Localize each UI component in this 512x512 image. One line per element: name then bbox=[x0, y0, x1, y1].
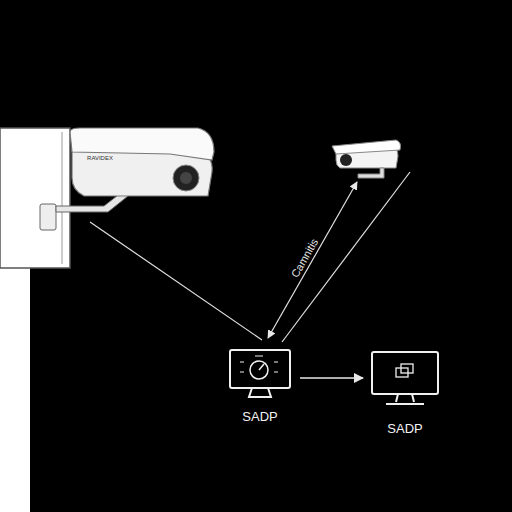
lens-glass bbox=[180, 172, 192, 184]
monitor-stand bbox=[249, 388, 271, 397]
window-symbol bbox=[401, 364, 413, 373]
device-node: SADP bbox=[365, 347, 445, 436]
camera-hood bbox=[70, 128, 214, 160]
link-label: Camnitis bbox=[287, 235, 321, 282]
brand-text: RAVIDEX bbox=[87, 155, 113, 161]
camera-hood bbox=[332, 140, 401, 154]
device-node: SADP bbox=[222, 345, 298, 424]
gauge-needle bbox=[259, 364, 264, 370]
monitor-icon bbox=[230, 350, 290, 388]
monitor-stand bbox=[386, 394, 424, 404]
node-label: SADP bbox=[387, 421, 422, 436]
camera-link bbox=[282, 172, 410, 342]
node-label: SADP bbox=[242, 409, 277, 424]
wall-panel-edge bbox=[62, 132, 63, 264]
wall-plate bbox=[40, 204, 56, 230]
gauge-symbol bbox=[250, 361, 268, 379]
camera-link bbox=[90, 222, 262, 340]
camera-mount bbox=[358, 168, 384, 178]
camera-lens bbox=[173, 165, 199, 191]
camera-lens bbox=[340, 154, 352, 166]
monitor-icon bbox=[372, 352, 438, 394]
gauge-ticks bbox=[240, 356, 278, 372]
flow-arrow bbox=[300, 377, 363, 379]
wall-panel bbox=[0, 128, 70, 268]
